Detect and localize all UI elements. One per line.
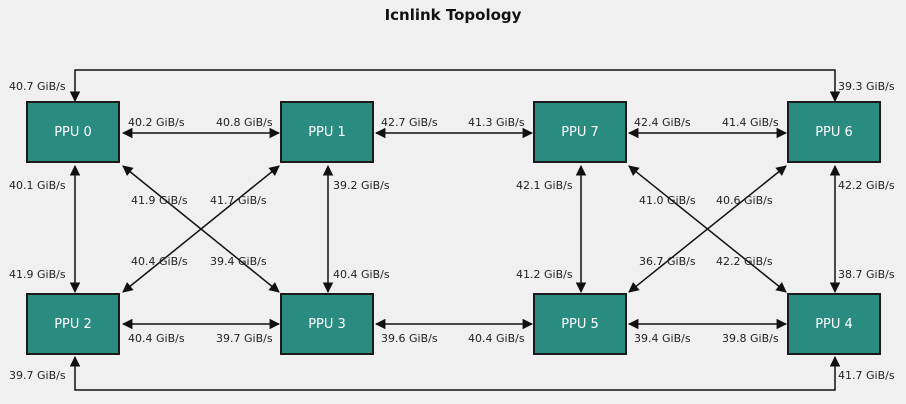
bandwidth-label: 39.2 GiB/s: [333, 179, 390, 192]
link-ppu6-ppu5: [628, 165, 787, 293]
bandwidth-label: 42.1 GiB/s: [516, 179, 573, 192]
bandwidth-label: 39.4 GiB/s: [634, 332, 691, 345]
bandwidth-label: 39.3 GiB/s: [838, 80, 895, 93]
node-ppu3: PPU 3: [280, 293, 374, 355]
bandwidth-label: 40.4 GiB/s: [128, 332, 185, 345]
bandwidth-label: 42.2 GiB/s: [716, 255, 773, 268]
link-ppu2-ppu4: [69, 355, 841, 391]
node-ppu4: PPU 4: [787, 293, 881, 355]
link-ppu0-ppu6: [69, 69, 841, 103]
bandwidth-label: 40.4 GiB/s: [468, 332, 525, 345]
bandwidth-label: 41.9 GiB/s: [131, 194, 188, 207]
bandwidth-label: 41.7 GiB/s: [210, 194, 267, 207]
bandwidth-label: 40.1 GiB/s: [9, 179, 66, 192]
bandwidth-label: 39.4 GiB/s: [210, 255, 267, 268]
bandwidth-label: 36.7 GiB/s: [639, 255, 696, 268]
bandwidth-label: 42.7 GiB/s: [381, 116, 438, 129]
node-ppu0: PPU 0: [26, 101, 120, 163]
bandwidth-label: 41.7 GiB/s: [838, 369, 895, 382]
bandwidth-label: 41.0 GiB/s: [639, 194, 696, 207]
bandwidth-label: 40.7 GiB/s: [9, 80, 66, 93]
bandwidth-label: 42.2 GiB/s: [838, 179, 895, 192]
bandwidth-label: 39.7 GiB/s: [216, 332, 273, 345]
bandwidth-label: 38.7 GiB/s: [838, 268, 895, 281]
bandwidth-label: 39.8 GiB/s: [722, 332, 779, 345]
bandwidth-label: 41.4 GiB/s: [722, 116, 779, 129]
node-ppu2: PPU 2: [26, 293, 120, 355]
diagram-title: Icnlink Topology: [384, 6, 522, 24]
bandwidth-label: 40.4 GiB/s: [131, 255, 188, 268]
bandwidth-label: 41.2 GiB/s: [516, 268, 573, 281]
bandwidth-label: 40.2 GiB/s: [128, 116, 185, 129]
node-ppu1: PPU 1: [280, 101, 374, 163]
link-ppu1-ppu2: [122, 165, 280, 293]
bandwidth-label: 40.6 GiB/s: [716, 194, 773, 207]
bandwidth-label: 41.9 GiB/s: [9, 268, 66, 281]
bandwidth-label: 40.4 GiB/s: [333, 268, 390, 281]
node-ppu7: PPU 7: [533, 101, 627, 163]
bandwidth-label: 39.7 GiB/s: [9, 369, 66, 382]
node-ppu6: PPU 6: [787, 101, 881, 163]
bandwidth-label: 40.8 GiB/s: [216, 116, 273, 129]
bandwidth-label: 39.6 GiB/s: [381, 332, 438, 345]
bandwidth-label: 42.4 GiB/s: [634, 116, 691, 129]
bandwidth-label: 41.3 GiB/s: [468, 116, 525, 129]
node-ppu5: PPU 5: [533, 293, 627, 355]
